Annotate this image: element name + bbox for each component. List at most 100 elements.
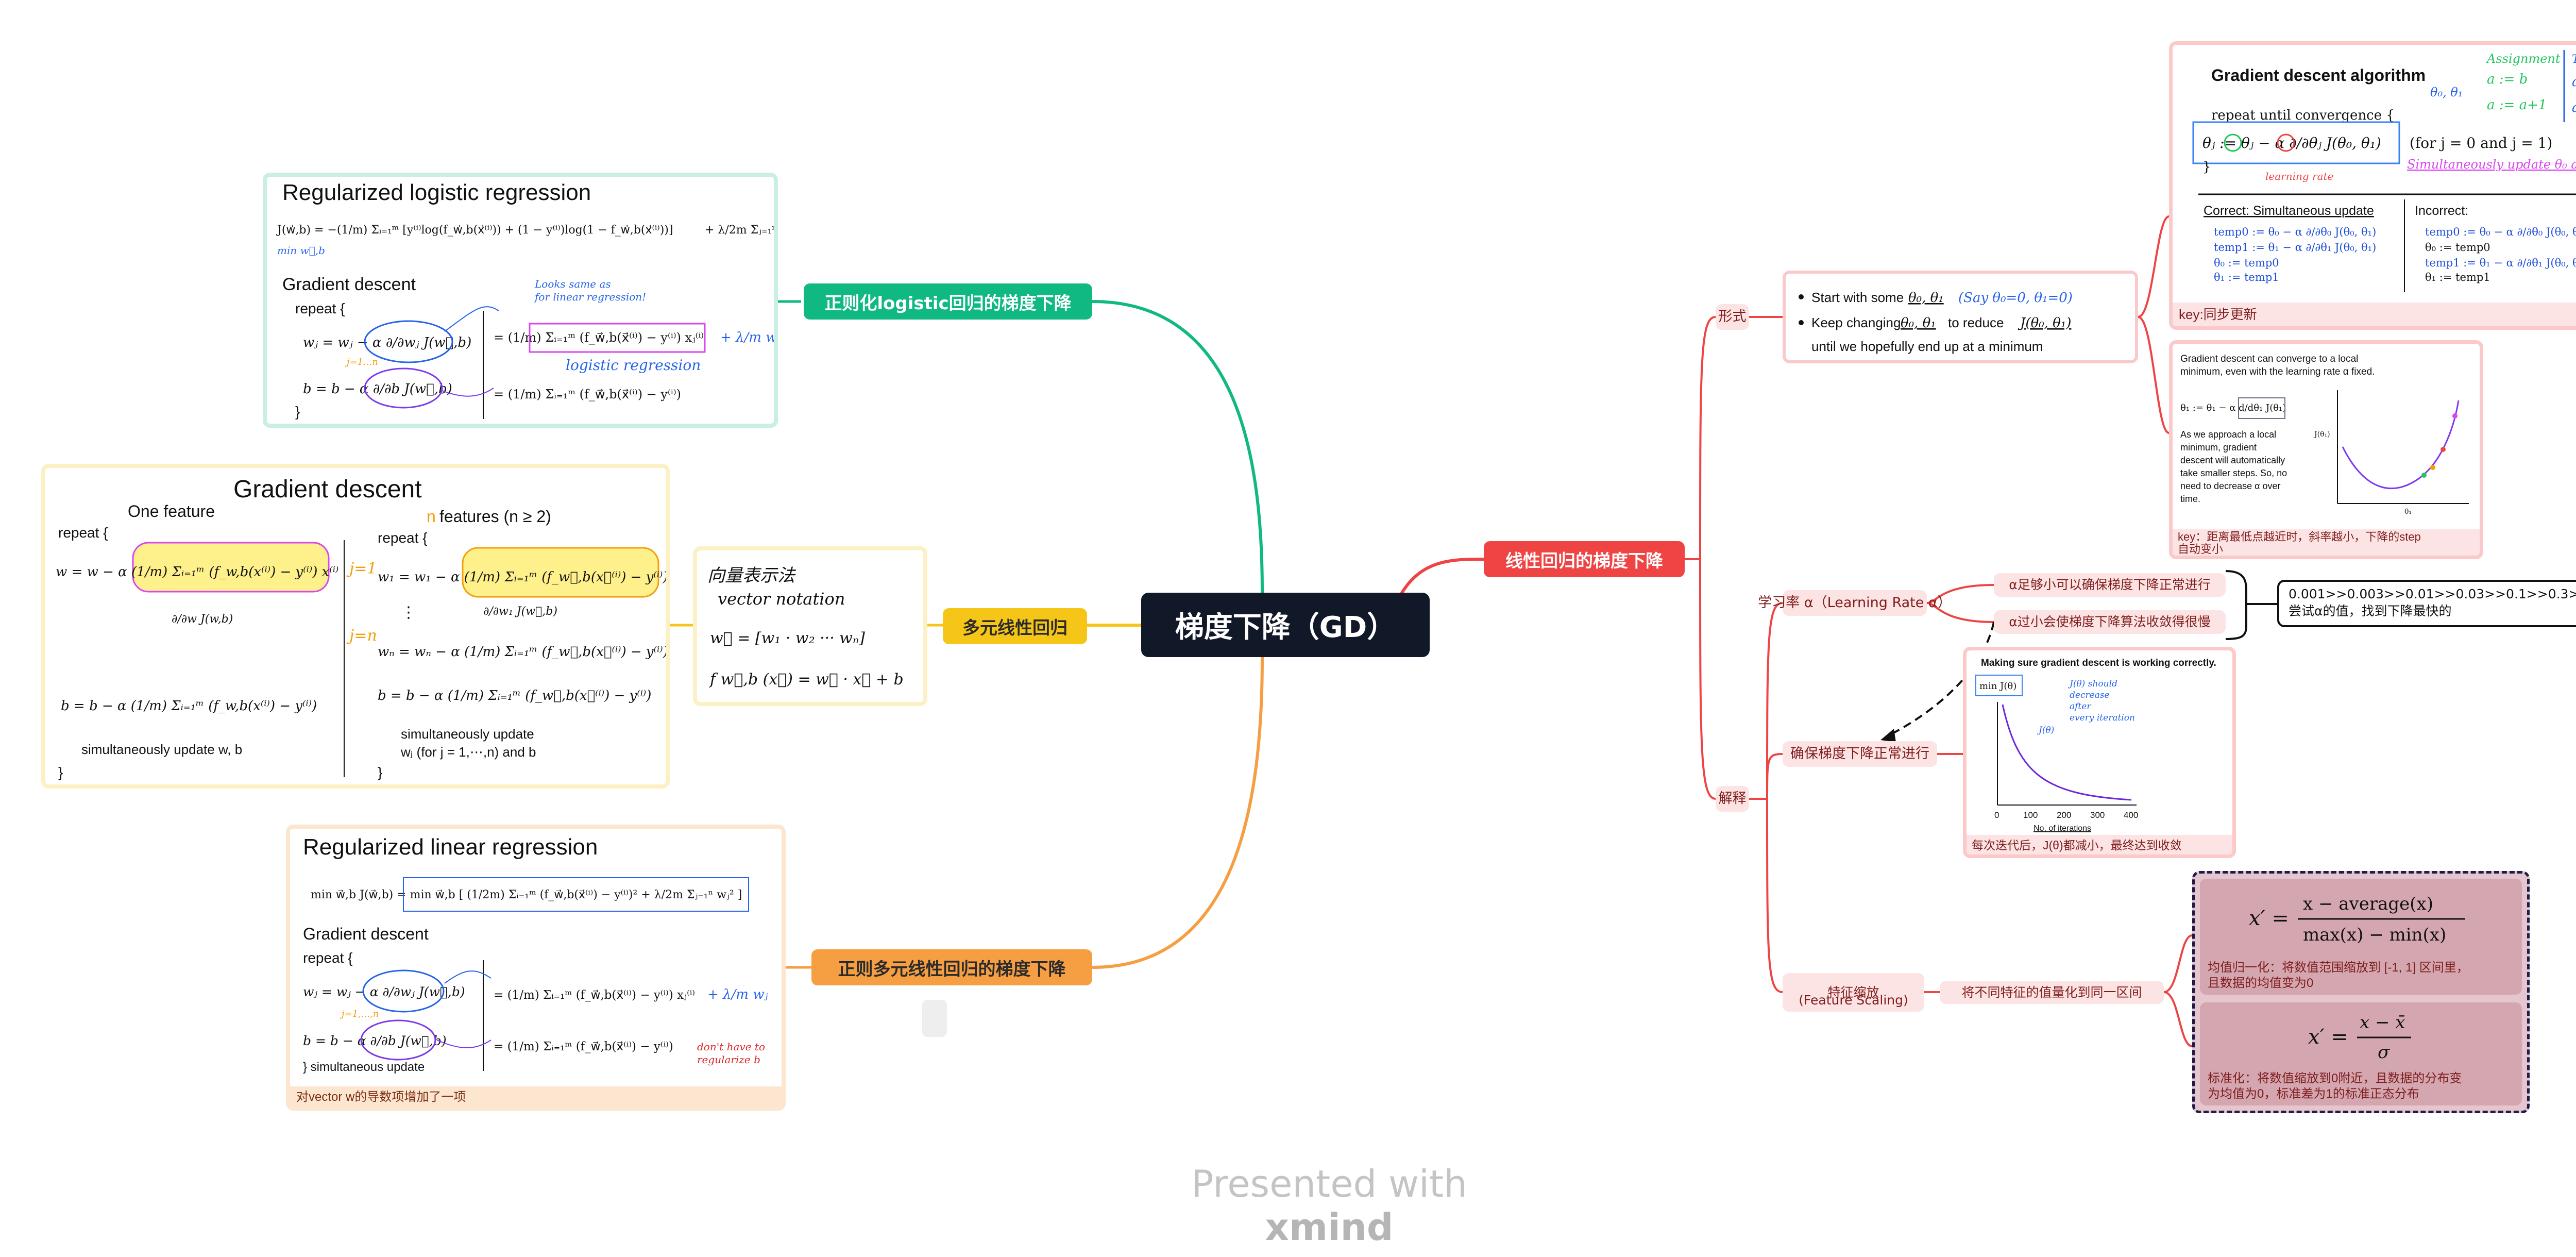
form-description-content: Start with some θ₀, θ₁ (Say θ₀=0, θ₁=0) … xyxy=(1799,290,2073,354)
reglog-note2: logistic regression xyxy=(566,357,701,374)
learning-rate-small[interactable]: α足够小可以确保梯度下降正常进行 xyxy=(1994,573,2226,597)
gd-repeat-left: repeat { xyxy=(58,525,108,541)
converge-curve xyxy=(2342,400,2460,490)
link-linear-form xyxy=(1699,316,1716,560)
link-desc-cards2 xyxy=(2163,991,2193,1047)
algo-truth2: a = a+1 xyxy=(2572,100,2576,115)
algo-assign-title: Assignment xyxy=(2486,52,2561,66)
gd-dots: ⋮ xyxy=(401,604,416,621)
converge-xlabel: θ₁ xyxy=(2404,508,2412,516)
subtopic-feature-scaling[interactable]: 特征缩放 xyxy=(1783,973,1924,1012)
topic-multivariate-linear-regression[interactable]: 多元线性回归 xyxy=(943,608,1087,644)
reglin-b-deriv: = (1/m) Σᵢ₌₁ᵐ (f_w⃗,b(x⃗⁽ⁱ⁾) − y⁽ⁱ⁾) xyxy=(494,1040,673,1053)
empty-topic-placeholder[interactable] xyxy=(922,1000,947,1037)
vector-line1: w⃗ = [w₁ · w₂ ··· wₙ] xyxy=(710,629,865,647)
algo-learning-rate: learning rate xyxy=(2265,170,2333,182)
converge-text2-e: need to decrease α over xyxy=(2180,481,2281,491)
feature-scaling-desc[interactable]: 将不同特征的值量化到同一区间 xyxy=(1940,981,2164,1004)
gd-close-right: } xyxy=(378,764,382,780)
algo-incorrect-line-1: temp0 := θ₀ − α ∂/∂θ₀ J(θ₀, θ₁) xyxy=(2425,226,2576,238)
form-line1-note: (Say θ₀=0, θ₁=0) xyxy=(1958,290,2073,306)
algo-caption: key:同步更新 xyxy=(2179,307,2257,322)
reglin-note-b: regularize b xyxy=(697,1053,760,1066)
reglin-j-range: j=1,...,n xyxy=(340,1009,379,1019)
ensure-caption: 每次迭代后，J(θ)都减小，最终达到收敛 xyxy=(1972,839,2182,852)
gd-n-features: features (n ≥ 2) xyxy=(439,507,551,526)
algo-correct-line-2: temp1 := θ₁ − α ∂/∂θ₁ J(θ₀, θ₁) xyxy=(2214,241,2376,254)
mean-caption-2: 且数据的均值变为0 xyxy=(2208,976,2313,990)
algo-for: (for j = 0 and j = 1) xyxy=(2410,135,2552,152)
subtopic-explain[interactable]: 解释 xyxy=(1716,786,1749,812)
algo-repeat: repeat until convergence { xyxy=(2211,108,2395,123)
reglog-close: } xyxy=(295,404,300,420)
converge-caption-1: key：距离最低点越近时，斜率越小，下降的step xyxy=(2178,530,2421,543)
reglin-caption: 对vector w的导数项增加了一项 xyxy=(296,1090,466,1104)
ensure-card-title: Making sure gradient descent is working … xyxy=(1981,658,2216,668)
topic-regularized-linear-gd[interactable]: 正则多元线性回归的梯度下降 xyxy=(811,949,1092,985)
mean-normalization-card[interactable]: x′ = x − average(x) max(x) − min(x) 均值归一… xyxy=(2200,879,2522,995)
algo-truth-title: Truth assertion xyxy=(2572,53,2576,66)
link-explain-ensure xyxy=(1766,753,1783,799)
standardization-card[interactable]: x′ = x − x̄ σ 标准化：将数值缩放到0附近，且数据的分布变 为均值为… xyxy=(2200,1002,2522,1105)
root-topic[interactable]: 梯度下降（GD） xyxy=(1141,593,1430,657)
ensure-note-1: J(θ) should xyxy=(2068,679,2117,689)
link-root-linear xyxy=(1400,558,1485,595)
gd-w1-right: w₁ = w₁ − α (1/m) Σᵢ₌₁ᵐ (f_w⃗,b(x⃗⁽ⁱ⁾) −… xyxy=(378,569,666,585)
ensure-tick-300: 300 xyxy=(2090,810,2105,820)
gd-convergence-card[interactable]: Gradient descent can converge to a local… xyxy=(2169,340,2483,559)
gradient-descent-content: Gradient descent One feature n features … xyxy=(56,476,666,780)
regularized-linear-content: Regularized linear regression min w⃗,b J… xyxy=(290,834,782,1107)
link-root-reg-logistic xyxy=(1091,300,1264,594)
gd-b-right: b = b − α (1/m) Σᵢ₌₁ᵐ (f_w⃗,b(x⃗⁽ⁱ⁾) − y… xyxy=(378,688,651,703)
link-explain-scaling xyxy=(1766,798,1783,993)
link-form-converge xyxy=(2138,316,2170,434)
algo-assign2: a := a+1 xyxy=(2487,97,2547,113)
reglog-min-note: min w⃗,b xyxy=(277,244,325,257)
gd-j1: j=1 xyxy=(346,560,377,578)
converge-formula: θ₁ := θ₁ − α d/dθ₁ J(θ₁) xyxy=(2180,403,2286,413)
std-caption-2: 为均值为0，标准差为1的标准正态分布 xyxy=(2208,1087,2419,1101)
subtopic-learning-rate[interactable]: 学习率 α（Learning Rate α） xyxy=(1758,590,1952,616)
gd-title: Gradient descent xyxy=(233,476,422,503)
reglog-reg-term: + λ/2m Σⱼ₌₁ⁿ wⱼ² xyxy=(705,224,774,237)
relationship-arrowhead xyxy=(1880,729,1896,742)
gd-w1-deriv: ∂/∂w₁ J(w⃗,b) xyxy=(483,605,557,618)
gd-close-left: } xyxy=(58,764,63,780)
subtopic-ensure-gd[interactable]: 确保梯度下降正常进行 xyxy=(1783,741,1937,767)
link-explain-lr xyxy=(1766,602,1783,799)
converge-text1-b: minimum, even with the learning rate α f… xyxy=(2180,366,2375,377)
mean-denominator: max(x) − min(x) xyxy=(2303,925,2446,945)
learning-rate-tip[interactable]: 0.001>>0.003>>0.01>>0.03>>0.1>>0.3>>1...… xyxy=(2277,580,2576,627)
ensure-gd-card[interactable]: Making sure gradient descent is working … xyxy=(1963,647,2236,858)
algo-title: Gradient descent algorithm xyxy=(2211,66,2426,85)
regularized-logistic-card[interactable]: Regularized logistic regression J(w⃗,b) … xyxy=(263,173,778,428)
ensure-tick-400: 400 xyxy=(2124,810,2138,820)
reglin-title: Regularized linear regression xyxy=(303,834,598,860)
topic-regularized-logistic-gd[interactable]: 正则化logistic回归的梯度下降 xyxy=(804,283,1092,320)
form-line3: until we hopefully end up at a minimum xyxy=(1811,339,2043,354)
topic-linear-regression-gd[interactable]: 线性回归的梯度下降 xyxy=(1484,541,1685,577)
footer-brand: xmind xyxy=(1265,1205,1394,1249)
vector-notation-card[interactable]: 向量表示法 vector notation w⃗ = [w₁ · w₂ ··· … xyxy=(693,546,927,706)
regularized-linear-card[interactable]: Regularized linear regression min w⃗,b J… xyxy=(286,825,786,1111)
gradient-descent-card[interactable]: Gradient descent One feature n features … xyxy=(41,464,670,789)
vector-line2: f w⃗,b (x⃗) = w⃗ · x⃗ + b xyxy=(709,671,904,689)
gd-algorithm-card[interactable]: Gradient descent algorithm θ₀, θ₁ repeat… xyxy=(2169,41,2576,330)
reglog-b-deriv: = (1/m) Σᵢ₌₁ᵐ (f_w⃗,b(x⃗⁽ⁱ⁾) − y⁽ⁱ⁾) xyxy=(494,387,681,401)
converge-ylabel: J(θ₁) xyxy=(2313,430,2330,439)
gd-w-left-deriv: ∂/∂w J(w,b) xyxy=(172,613,233,626)
reglin-w-update: wⱼ = wⱼ − α ∂/∂wⱼ J(w⃗,b) xyxy=(303,984,465,999)
learning-rate-large[interactable]: α过小会使梯度下降算法收敛得很慢 xyxy=(1994,610,2226,634)
converge-text2-c: descent will automatically xyxy=(2180,455,2285,465)
ensure-gd-content: Making sure gradient descent is working … xyxy=(1967,658,2232,854)
std-denominator: σ xyxy=(2378,1042,2390,1063)
subtopic-form[interactable]: 形式 xyxy=(1716,304,1749,330)
vector-subtitle: vector notation xyxy=(718,589,845,609)
link-desc-cards xyxy=(2163,934,2193,993)
gd-convergence-content: Gradient descent can converge to a local… xyxy=(2173,354,2480,556)
form-description-card[interactable]: Start with some θ₀, θ₁ (Say θ₀=0, θ₁=0) … xyxy=(1783,271,2138,363)
algo-correct-line-1: temp0 := θ₀ − α ∂/∂θ₀ J(θ₀, θ₁) xyxy=(2214,226,2376,238)
algo-correct-title: Correct: Simultaneous update xyxy=(2204,204,2374,218)
converge-text2-d: take smaller steps. So, no xyxy=(2180,468,2287,478)
